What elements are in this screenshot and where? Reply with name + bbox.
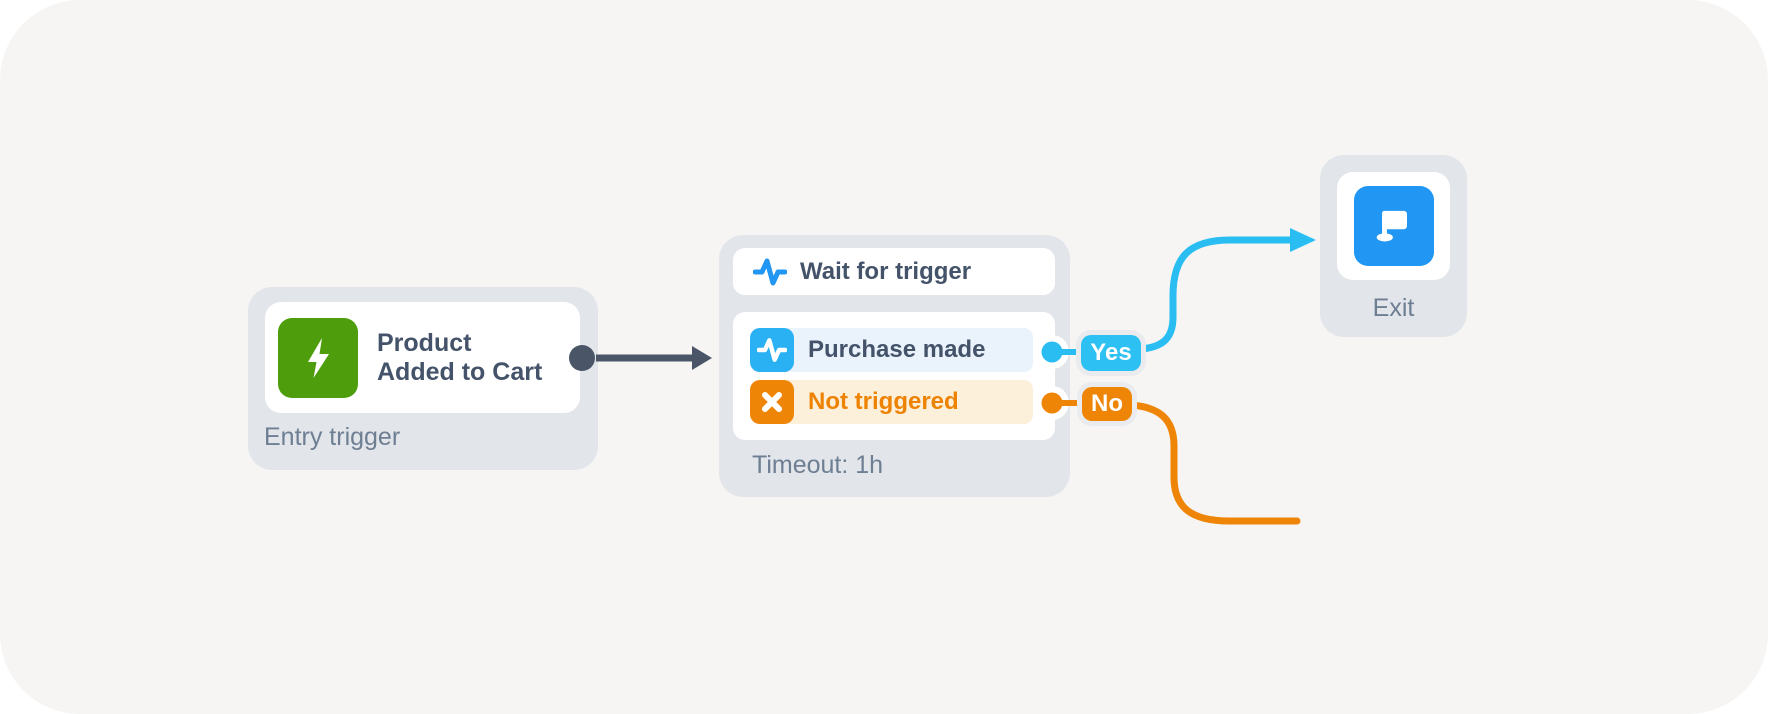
entry-trigger-label: Entry trigger [264, 423, 401, 451]
lightning-icon [278, 317, 358, 398]
x-icon [750, 380, 794, 424]
connector-no-edge [1127, 401, 1301, 525]
flag-icon [1353, 186, 1434, 266]
entry-title-line1: Product [377, 328, 472, 357]
connector-yes-to-exit [1137, 236, 1295, 353]
pulse-icon [753, 257, 787, 287]
branch-purchase-label: Purchase made [808, 336, 986, 363]
node-entry-trigger[interactable]: Product Added to Cart Entry trigger [248, 287, 598, 470]
connector-yes-arrowhead [1290, 228, 1316, 252]
wait-branches-card: Purchase made Not triggered [733, 312, 1055, 440]
node-wait-for-trigger[interactable]: Wait for trigger Purchase made Not trigg… [719, 235, 1070, 497]
branch-not-triggered-label: Not triggered [808, 388, 959, 415]
entry-trigger-title: Product Added to Cart [377, 329, 542, 387]
branch-not-triggered[interactable]: Not triggered [750, 380, 1033, 424]
entry-title-line2: Added to Cart [377, 357, 543, 386]
wait-header-card[interactable]: Wait for trigger [733, 248, 1055, 295]
connector-entry-arrowhead [692, 346, 712, 370]
node-exit[interactable]: Exit [1320, 155, 1467, 337]
no-edge-badge[interactable]: No [1082, 387, 1132, 421]
wait-header-label: Wait for trigger [800, 257, 972, 285]
branch-purchase-made[interactable]: Purchase made [750, 328, 1033, 372]
wait-timeout-label: Timeout: 1h [752, 451, 884, 479]
exit-card[interactable] [1337, 172, 1450, 280]
yes-edge-badge[interactable]: Yes [1081, 335, 1141, 371]
entry-trigger-card[interactable]: Product Added to Cart [265, 302, 580, 413]
exit-label: Exit [1372, 294, 1415, 322]
pulse-icon [750, 328, 794, 372]
